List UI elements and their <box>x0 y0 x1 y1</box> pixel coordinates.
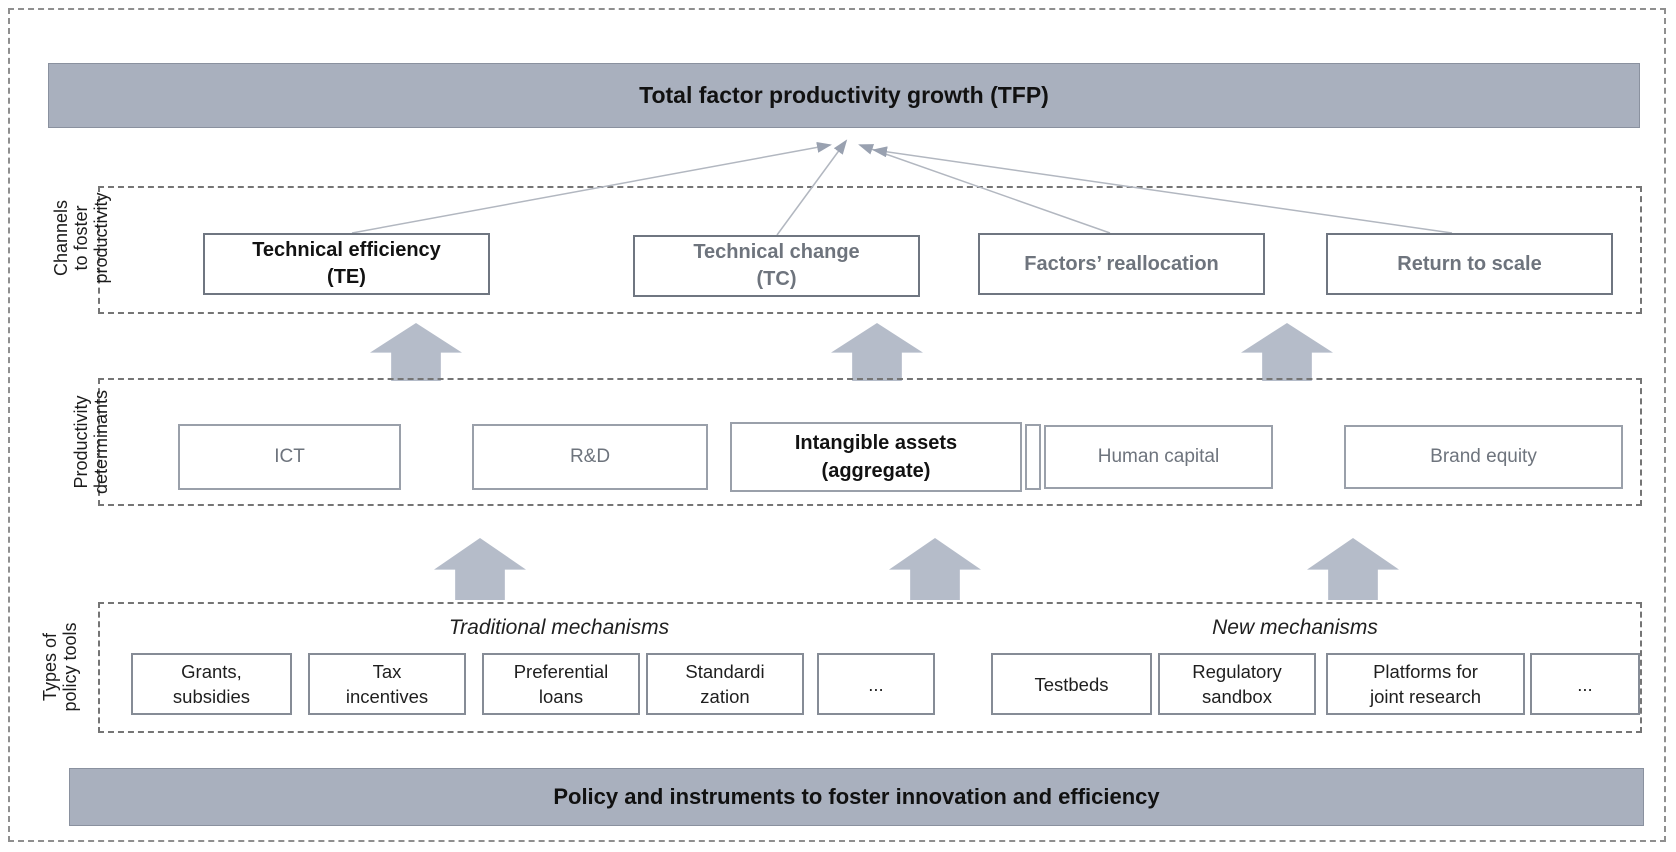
determinant-box-empty-sliver <box>1025 424 1041 490</box>
policy-box-grants-subsidies: Grants, subsidies <box>131 653 292 715</box>
policy-box-preferential-loans: Preferential loans <box>482 653 640 715</box>
determinant-box-ict: ICT <box>178 424 401 490</box>
policy-bar: Policy and instruments to foster innovat… <box>69 768 1644 826</box>
outer-dashed-border <box>8 8 1666 842</box>
tfp-bar: Total factor productivity growth (TFP) <box>48 63 1640 128</box>
channels-side-label: Channels to foster productivity <box>51 192 111 284</box>
policy-box-tax-incentives: Tax incentives <box>308 653 466 715</box>
channel-box-technical-change: Technical change (TC) <box>633 235 920 297</box>
determinant-box-rd: R&D <box>472 424 708 490</box>
new-mechanisms-header: New mechanisms <box>1212 616 1378 639</box>
policy-bar-label: Policy and instruments to foster innovat… <box>553 784 1160 809</box>
policy-tools-side-label: Types of policy tools <box>40 622 80 712</box>
policy-box-platforms-joint-research: Platforms for joint research <box>1326 653 1525 715</box>
tfp-bar-label: Total factor productivity growth (TFP) <box>639 82 1049 108</box>
determinants-side-label: Productivity determinants <box>71 389 111 495</box>
determinant-box-intangible-assets: Intangible assets (aggregate) <box>730 422 1022 492</box>
policy-box-regulatory-sandbox: Regulatory sandbox <box>1158 653 1316 715</box>
policy-tools-section-border <box>98 602 1642 733</box>
determinant-box-brand-equity: Brand equity <box>1344 425 1623 489</box>
traditional-mechanisms-header: Traditional mechanisms <box>448 616 670 639</box>
channel-box-factors-reallocation: Factors’ reallocation <box>978 233 1265 295</box>
policy-box-traditional-ellipsis: ... <box>817 653 935 715</box>
policy-box-standardization: Standardi zation <box>646 653 804 715</box>
channel-box-technical-efficiency: Technical efficiency (TE) <box>203 233 490 295</box>
channel-box-return-to-scale: Return to scale <box>1326 233 1613 295</box>
policy-box-new-ellipsis: ... <box>1530 653 1640 715</box>
policy-box-testbeds: Testbeds <box>991 653 1152 715</box>
determinant-box-human-capital: Human capital <box>1044 425 1273 489</box>
determinants-section-border <box>98 378 1642 506</box>
